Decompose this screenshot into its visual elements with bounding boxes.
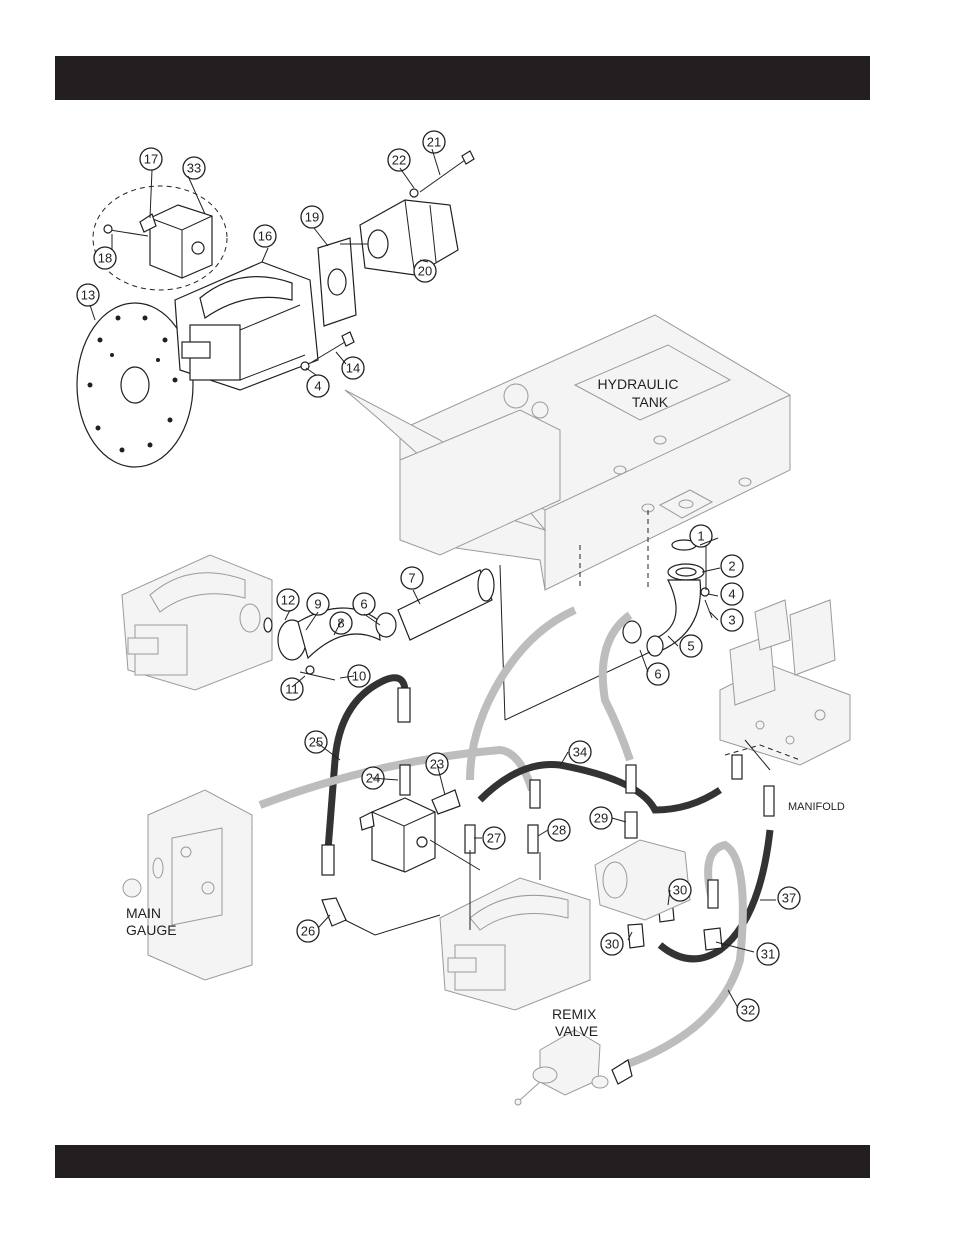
- callout-30: 30: [601, 933, 623, 955]
- label-gauge: GAUGE: [126, 922, 177, 938]
- callout-33: 33: [183, 157, 205, 179]
- label-hydraulic: HYDRAULIC: [598, 376, 679, 392]
- callout-label: 34: [573, 745, 587, 760]
- callout-label: 2: [728, 559, 735, 574]
- callout-label: 27: [487, 831, 501, 846]
- callout-label: 26: [301, 924, 315, 939]
- callout-label: 5: [687, 639, 694, 654]
- callout-label: 19: [305, 210, 319, 225]
- callout-label: 14: [346, 361, 360, 376]
- callout-37: 37: [778, 887, 800, 909]
- callout-6: 6: [647, 663, 669, 685]
- callout-label: 3: [728, 613, 735, 628]
- callout-label: 37: [782, 891, 796, 906]
- callout-27: 27: [483, 827, 505, 849]
- callout-label: 16: [258, 229, 272, 244]
- callout-2: 2: [721, 555, 743, 577]
- callout-label: 18: [98, 251, 112, 266]
- callout-label: 17: [144, 152, 158, 167]
- callout-4: 4: [721, 583, 743, 605]
- callout-34: 34: [569, 741, 591, 763]
- callout-label: 6: [360, 597, 367, 612]
- suction-fitting: [623, 530, 712, 656]
- callout-14: 14: [342, 357, 364, 379]
- label-main: MAIN: [126, 905, 161, 921]
- callout-label: 1: [697, 529, 704, 544]
- callout-9: 9: [307, 593, 329, 615]
- callout-31: 31: [757, 943, 779, 965]
- callout-26: 26: [297, 920, 319, 942]
- callout-19: 19: [301, 206, 323, 228]
- callout-12: 12: [277, 589, 299, 611]
- callout-30: 30: [669, 879, 691, 901]
- callout-label: 12: [281, 593, 295, 608]
- callout-21: 21: [423, 131, 445, 153]
- callout-29: 29: [590, 807, 612, 829]
- callout-17: 17: [140, 148, 162, 170]
- callout-label: 30: [605, 937, 619, 952]
- callout-4: 4: [307, 375, 329, 397]
- callout-20: 20: [414, 260, 436, 282]
- callout-7: 7: [401, 567, 423, 589]
- callout-11: 11: [281, 678, 303, 700]
- hose-34: [480, 764, 720, 810]
- callout-32: 32: [737, 999, 759, 1021]
- callout-label: 4: [314, 379, 321, 394]
- callout-label: 28: [552, 823, 566, 838]
- callout-label: 22: [392, 153, 406, 168]
- callout-label: 13: [81, 288, 95, 303]
- diverter-block: [150, 205, 212, 278]
- label-tank: TANK: [632, 394, 669, 410]
- hydraulic-tank: [345, 315, 790, 590]
- callout-label: 11: [285, 682, 299, 697]
- callout-label: 30: [673, 883, 687, 898]
- callout-3: 3: [721, 609, 743, 631]
- callout-label: 20: [418, 264, 432, 279]
- callout-16: 16: [254, 225, 276, 247]
- label-valve: VALVE: [555, 1023, 598, 1039]
- label-manifold: MANIFOLD: [788, 801, 845, 813]
- callout-label: 6: [654, 667, 661, 682]
- label-remix: REMIX: [552, 1006, 597, 1022]
- top-pump-assembly: [77, 151, 474, 467]
- remix-valve: [515, 1030, 632, 1105]
- left-pump-ghost: [122, 555, 272, 690]
- callout-label: 7: [408, 571, 415, 586]
- callout-18: 18: [94, 247, 116, 269]
- callout-6: 6: [353, 593, 375, 615]
- callout-label: 32: [741, 1003, 755, 1018]
- bottom-pump-ghost: [440, 840, 690, 1010]
- callout-label: 21: [427, 135, 441, 150]
- main-gauge-panel: [123, 790, 252, 980]
- callout-13: 13: [77, 284, 99, 306]
- callout-label: 31: [761, 947, 775, 962]
- callout-label: 4: [728, 587, 735, 602]
- callout-1: 1: [690, 525, 712, 547]
- gauge-hose: [260, 750, 532, 805]
- callout-5: 5: [680, 635, 702, 657]
- callout-label: 9: [314, 597, 321, 612]
- callout-label: 8: [337, 616, 344, 631]
- callout-label: 29: [594, 811, 608, 826]
- callout-22: 22: [388, 149, 410, 171]
- callout-label: 33: [187, 161, 201, 176]
- suction-hose-assembly: [264, 565, 650, 720]
- callout-28: 28: [548, 819, 570, 841]
- callout-8: 8: [330, 612, 352, 634]
